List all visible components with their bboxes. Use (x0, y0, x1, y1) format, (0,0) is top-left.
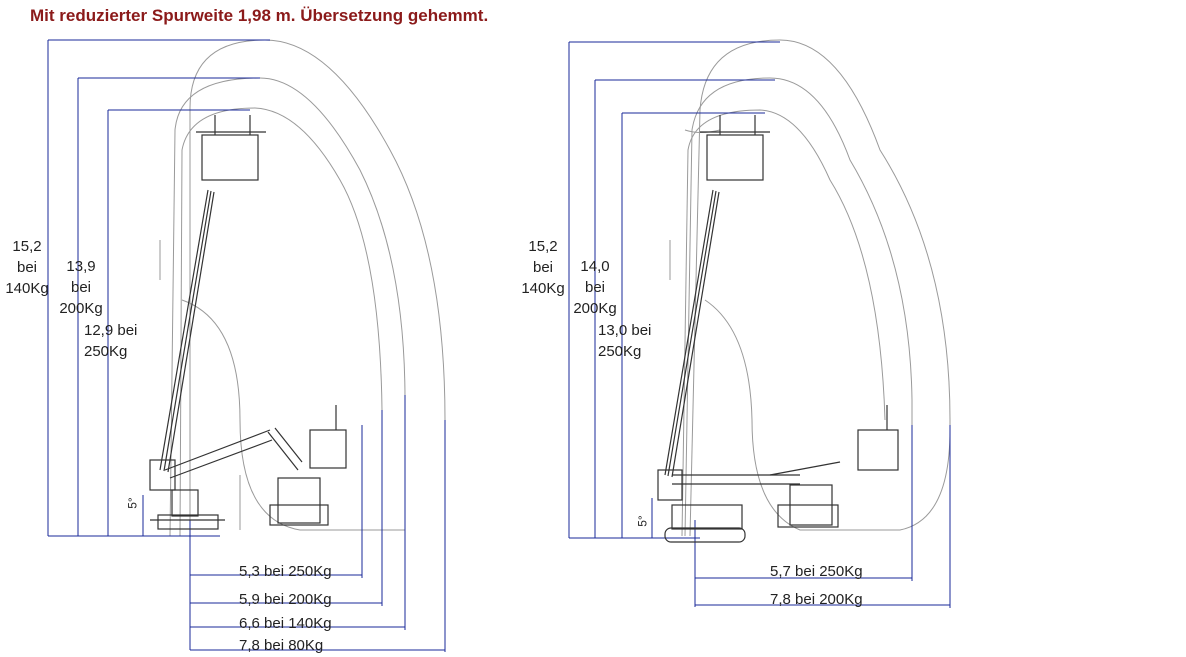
left-reach-label-3: 6,6 bei 140Kg (239, 615, 332, 632)
right-height-label-1: 15,2 bei 140Kg (519, 236, 567, 299)
left-reach-label-1: 5,3 bei 250Kg (239, 563, 332, 580)
left-height-1-word: bei (16, 259, 38, 276)
left-reach-label-2: 5,9 bei 200Kg (239, 591, 332, 608)
right-reach-label-1: 5,7 bei 250Kg (770, 563, 863, 580)
right-height-3-load: 250Kg (598, 343, 642, 360)
left-height-2-word: bei (70, 279, 92, 296)
left-height-label-1: 15,2 bei 140Kg (4, 236, 50, 299)
left-height-2-value: 13,9 (66, 258, 96, 275)
left-height-1-value: 15,2 (12, 238, 42, 255)
right-height-3-value: 13,0 bei (598, 322, 652, 339)
right-height-1-load: 140Kg (521, 280, 565, 297)
right-machine (657, 115, 899, 543)
right-height-1-word: bei (532, 259, 554, 276)
right-reach-label-2: 7,8 bei 200Kg (770, 591, 863, 608)
left-dimension-lines (47, 39, 446, 652)
right-height-label-3: 13,0 bei 250Kg (598, 320, 651, 362)
left-height-label-2: 13,9 bei 200Kg (56, 256, 106, 319)
right-height-1-value: 15,2 (528, 238, 558, 255)
right-angle-label: 5° (635, 515, 650, 527)
left-height-2-load: 200Kg (59, 300, 103, 317)
left-height-3-value: 12,9 bei (84, 322, 138, 339)
right-height-label-2: 14,0 bei 200Kg (570, 256, 620, 319)
right-height-2-value: 14,0 (580, 258, 610, 275)
right-dimension-lines (568, 41, 951, 608)
left-working-envelopes (159, 39, 446, 650)
right-height-2-word: bei (584, 279, 606, 296)
page-title: Mit reduzierter Spurweite 1,98 m. Überse… (30, 6, 489, 25)
left-height-label-3: 12,9 bei 250Kg (84, 320, 137, 362)
left-machine (149, 115, 347, 530)
left-height-1-load: 140Kg (5, 280, 49, 297)
left-angle-label: 5° (125, 497, 140, 509)
left-reach-label-4: 7,8 bei 80Kg (239, 637, 324, 654)
right-working-envelopes (669, 39, 951, 607)
right-height-2-load: 200Kg (573, 300, 617, 317)
left-height-3-load: 250Kg (84, 343, 128, 360)
